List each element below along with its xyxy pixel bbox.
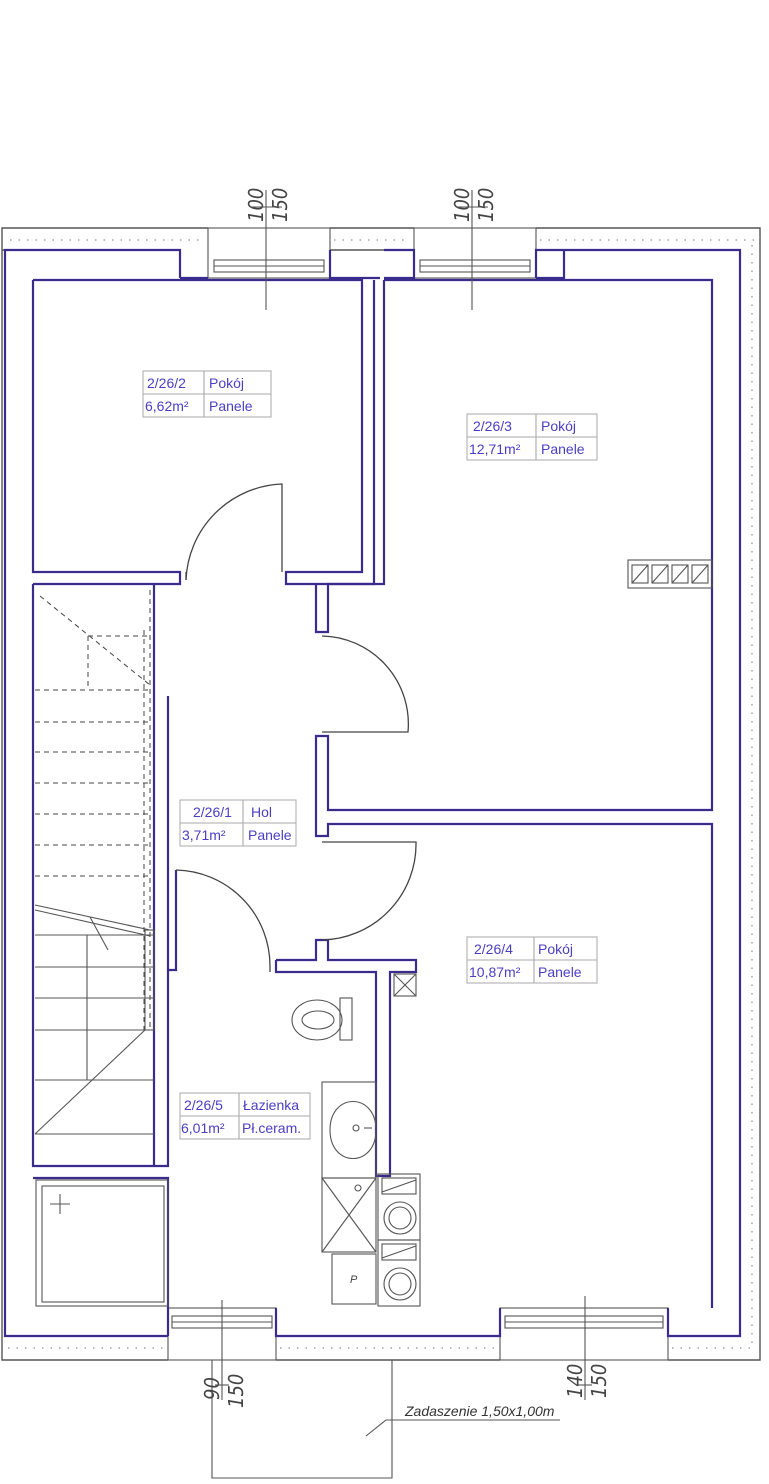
room-name: Łazienka <box>243 1097 299 1113</box>
room-floor: Panele <box>541 441 585 457</box>
walls <box>3 248 742 1338</box>
window-2-bottom: 150 <box>474 188 498 222</box>
window-4-top: 140 <box>563 1364 587 1398</box>
room-id: 2/26/4 <box>474 941 513 957</box>
window-axis-lines <box>221 190 586 1400</box>
room-id: 2/26/5 <box>184 1097 223 1113</box>
room-label-2-26-4: 2/26/4 Pokój 10,87m² Panele <box>466 936 598 984</box>
window-1-top: 100 <box>244 188 268 222</box>
canopy-note: Zadaszenie 1,50x1,00m <box>404 1403 555 1419</box>
room-id: 2/26/1 <box>193 804 232 820</box>
window-3-bottom: 150 <box>224 1374 248 1408</box>
doors <box>175 483 417 972</box>
room-label-2-26-1: 2/26/1 Hol 3,71m² Panele <box>179 799 297 847</box>
room-floor: Pł.ceram. <box>242 1120 301 1136</box>
room-name: Pokój <box>541 418 576 434</box>
window-dimension-3: 90 150 <box>200 1374 248 1408</box>
window-3-top: 90 <box>200 1377 224 1400</box>
room-floor: Panele <box>248 827 292 843</box>
boiler <box>331 1253 377 1305</box>
room-label-2-26-2: 2/26/2 Pokój 6,62m² Panele <box>142 370 272 418</box>
room-name: Hol <box>251 804 272 820</box>
staircase <box>34 590 155 1135</box>
room-area: 12,71m² <box>469 441 521 457</box>
room-id: 2/26/2 <box>147 375 186 391</box>
shower-tray <box>35 1179 169 1307</box>
ventilation-grille <box>627 559 713 589</box>
room-id: 2/26/3 <box>473 418 512 434</box>
room-name: Pokój <box>538 941 573 957</box>
room-label-2-26-5: 2/26/5 Łazienka 6,01m² Pł.ceram. <box>179 1092 311 1140</box>
appliance-label: P <box>350 1274 358 1286</box>
window-2-top: 100 <box>450 188 474 222</box>
toilet <box>291 997 353 1041</box>
room-name: Pokój <box>209 375 244 391</box>
window-dimension-4: 140 150 <box>563 1364 611 1398</box>
window-1-bottom: 150 <box>268 188 292 222</box>
shower <box>321 1177 377 1253</box>
room-area: 6,01m² <box>181 1120 225 1136</box>
window-4-bottom: 150 <box>587 1364 611 1398</box>
room-area: 6,62m² <box>145 398 189 414</box>
room-label-2-26-3: 2/26/3 Pokój 12,71m² Panele <box>466 413 598 461</box>
canopy <box>211 1360 560 1479</box>
vent-shaft <box>393 973 417 997</box>
room-area: 10,87m² <box>469 964 521 980</box>
window-dimension-1: 100 150 <box>244 188 292 222</box>
exterior-wall-outline <box>1 227 761 1361</box>
window-dimension-2: 100 150 <box>450 188 498 222</box>
room-area: 3,71m² <box>182 827 226 843</box>
room-floor: Panele <box>538 964 582 980</box>
washing-machines <box>377 1173 421 1307</box>
sink <box>321 1081 377 1179</box>
room-floor: Panele <box>209 398 253 414</box>
